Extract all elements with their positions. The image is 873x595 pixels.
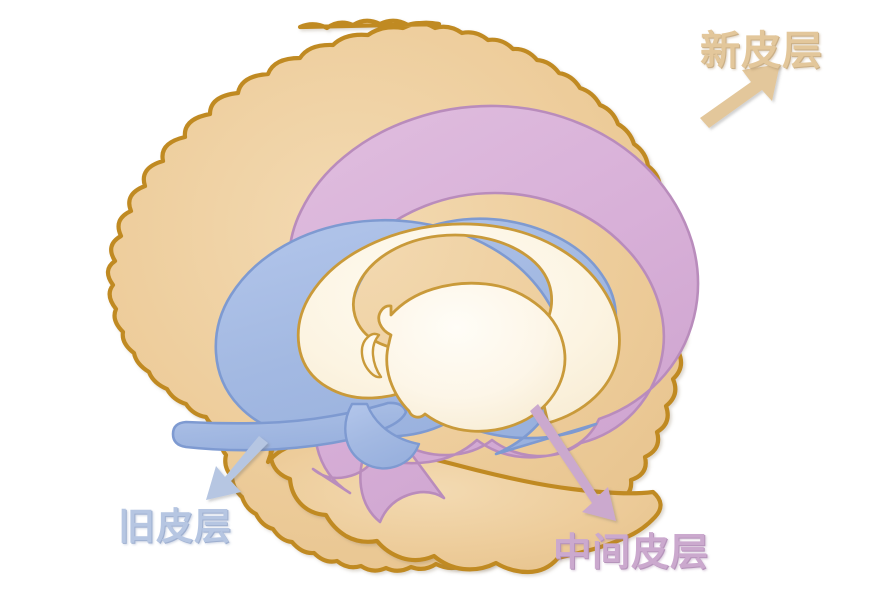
label-mesocortex: 中间皮层 — [553, 530, 710, 574]
foramen-notch — [360, 332, 383, 379]
mesocortex-arrow-icon — [530, 404, 616, 521]
paleocortex-inner-curl — [344, 402, 421, 470]
label-paleocortex: 旧皮层 — [118, 505, 232, 548]
paleocortex-arrow-icon — [206, 436, 268, 500]
thalamus-cream-oval — [377, 281, 567, 433]
label-neocortex: 新皮层 — [700, 28, 823, 74]
neocortex-arrow-icon — [700, 64, 780, 128]
annotation-arrows — [206, 64, 780, 521]
thalamus-region — [360, 281, 567, 433]
